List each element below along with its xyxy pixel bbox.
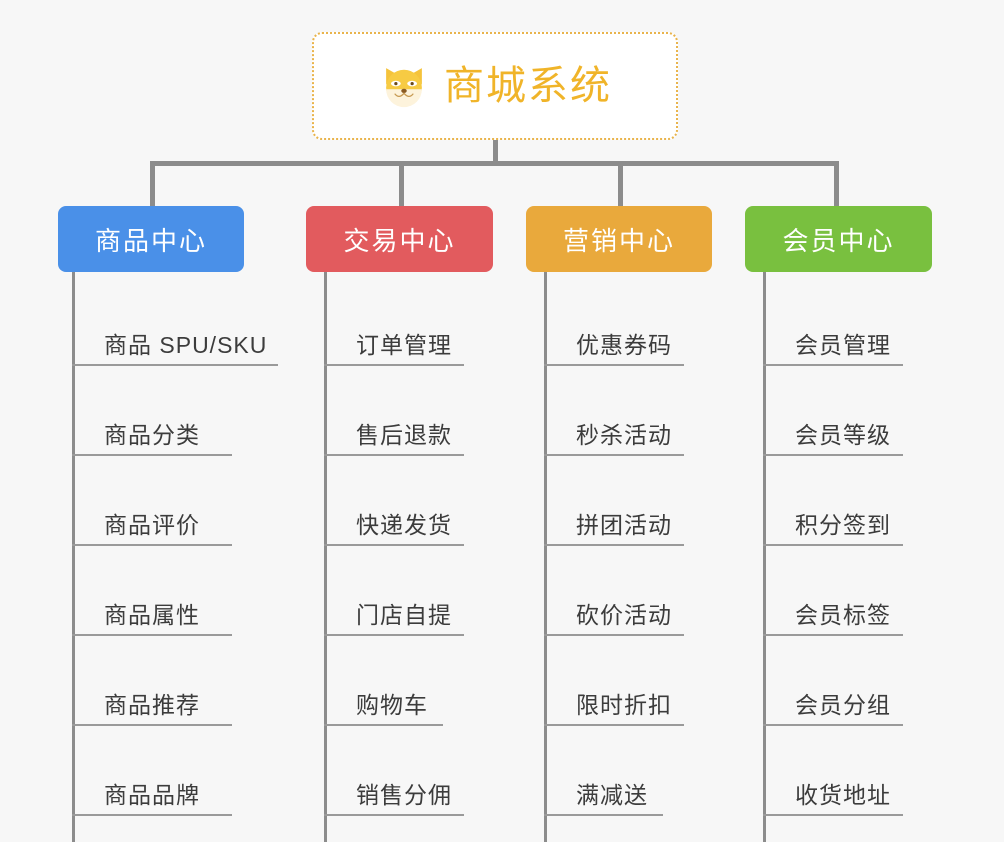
leaf-item[interactable]: 购物车 bbox=[324, 638, 443, 726]
leaf-label: 会员分组 bbox=[795, 691, 891, 718]
leaf-item[interactable]: 商品评价 bbox=[72, 458, 232, 546]
leaf-item[interactable]: 秒杀活动 bbox=[544, 368, 684, 456]
leaf-label: 积分签到 bbox=[795, 511, 891, 538]
leaf-label: 商品品牌 bbox=[104, 781, 200, 808]
category-title: 会员中心 bbox=[782, 225, 895, 256]
leaf-label: 商品 SPU/SKU bbox=[104, 331, 268, 358]
leaf-item[interactable]: 商品推荐 bbox=[72, 638, 232, 726]
category-title: 商品中心 bbox=[94, 225, 207, 256]
root-node[interactable]: 商城系统 bbox=[312, 32, 678, 140]
connector-drop-4 bbox=[834, 161, 839, 206]
leaf-item[interactable]: 快递发货 bbox=[324, 458, 464, 546]
column-spine bbox=[324, 272, 327, 842]
leaf-label: 拼团活动 bbox=[576, 511, 672, 538]
leaf-item[interactable]: 商品属性 bbox=[72, 548, 232, 636]
category-header-product-center[interactable]: 商品中心 bbox=[58, 206, 244, 272]
leaf-item[interactable]: 积分签到 bbox=[763, 458, 903, 546]
leaf-label: 订单管理 bbox=[356, 331, 452, 358]
leaf-label: 砍价活动 bbox=[576, 601, 672, 628]
leaf-item[interactable]: 订单管理 bbox=[324, 278, 464, 366]
leaf-label: 商品推荐 bbox=[104, 691, 200, 718]
leaf-item[interactable]: 商品分类 bbox=[72, 368, 232, 456]
connector-root-stem bbox=[493, 140, 498, 164]
leaf-label: 优惠券码 bbox=[576, 331, 672, 358]
leaf-item[interactable]: 商品 SPU/SKU bbox=[72, 278, 278, 366]
leaf-item[interactable]: 收货地址 bbox=[763, 728, 903, 816]
leaf-label: 商品属性 bbox=[104, 601, 200, 628]
leaf-label: 销售分佣 bbox=[356, 781, 452, 808]
leaf-label: 购物车 bbox=[356, 691, 428, 718]
leaf-label: 会员标签 bbox=[795, 601, 891, 628]
leaf-item[interactable]: 拼团活动 bbox=[544, 458, 684, 546]
connector-drop-1 bbox=[150, 161, 155, 206]
category-title: 营销中心 bbox=[562, 225, 675, 256]
category-title: 交易中心 bbox=[343, 225, 456, 256]
category-header-trade-center[interactable]: 交易中心 bbox=[306, 206, 493, 272]
leaf-label: 收货地址 bbox=[795, 781, 891, 808]
leaf-label: 商品评价 bbox=[104, 511, 200, 538]
category-header-marketing-center[interactable]: 营销中心 bbox=[526, 206, 712, 272]
leaf-label: 会员管理 bbox=[795, 331, 891, 358]
leaf-label: 限时折扣 bbox=[576, 691, 672, 718]
shiba-dog-face-icon bbox=[378, 60, 430, 112]
leaf-label: 商品分类 bbox=[104, 421, 200, 448]
column-spine bbox=[72, 272, 75, 842]
leaf-item[interactable]: 优惠券码 bbox=[544, 278, 684, 366]
connector-drop-2 bbox=[399, 161, 404, 206]
leaf-item[interactable]: 销售分佣 bbox=[324, 728, 464, 816]
leaf-item[interactable]: 限时折扣 bbox=[544, 638, 684, 726]
leaf-item[interactable]: 会员分组 bbox=[763, 638, 903, 726]
leaf-item[interactable]: 满减送 bbox=[544, 728, 663, 816]
leaf-item[interactable]: 会员管理 bbox=[763, 278, 903, 366]
leaf-item[interactable]: 会员等级 bbox=[763, 368, 903, 456]
leaf-label: 秒杀活动 bbox=[576, 421, 672, 448]
connector-drop-3 bbox=[618, 161, 623, 206]
leaf-label: 门店自提 bbox=[356, 601, 452, 628]
leaf-item[interactable]: 商品品牌 bbox=[72, 728, 232, 816]
leaf-item[interactable]: 砍价活动 bbox=[544, 548, 684, 636]
column-spine bbox=[544, 272, 547, 842]
connector-horizontal-bar bbox=[150, 161, 839, 166]
leaf-item[interactable]: 会员标签 bbox=[763, 548, 903, 636]
leaf-label: 会员等级 bbox=[795, 421, 891, 448]
leaf-item[interactable]: 门店自提 bbox=[324, 548, 464, 636]
leaf-label: 售后退款 bbox=[356, 421, 452, 448]
leaf-item[interactable]: 售后退款 bbox=[324, 368, 464, 456]
category-header-member-center[interactable]: 会员中心 bbox=[745, 206, 932, 272]
root-title: 商城系统 bbox=[444, 64, 612, 108]
column-spine bbox=[763, 272, 766, 842]
leaf-label: 满减送 bbox=[576, 781, 648, 808]
leaf-label: 快递发货 bbox=[356, 511, 452, 538]
